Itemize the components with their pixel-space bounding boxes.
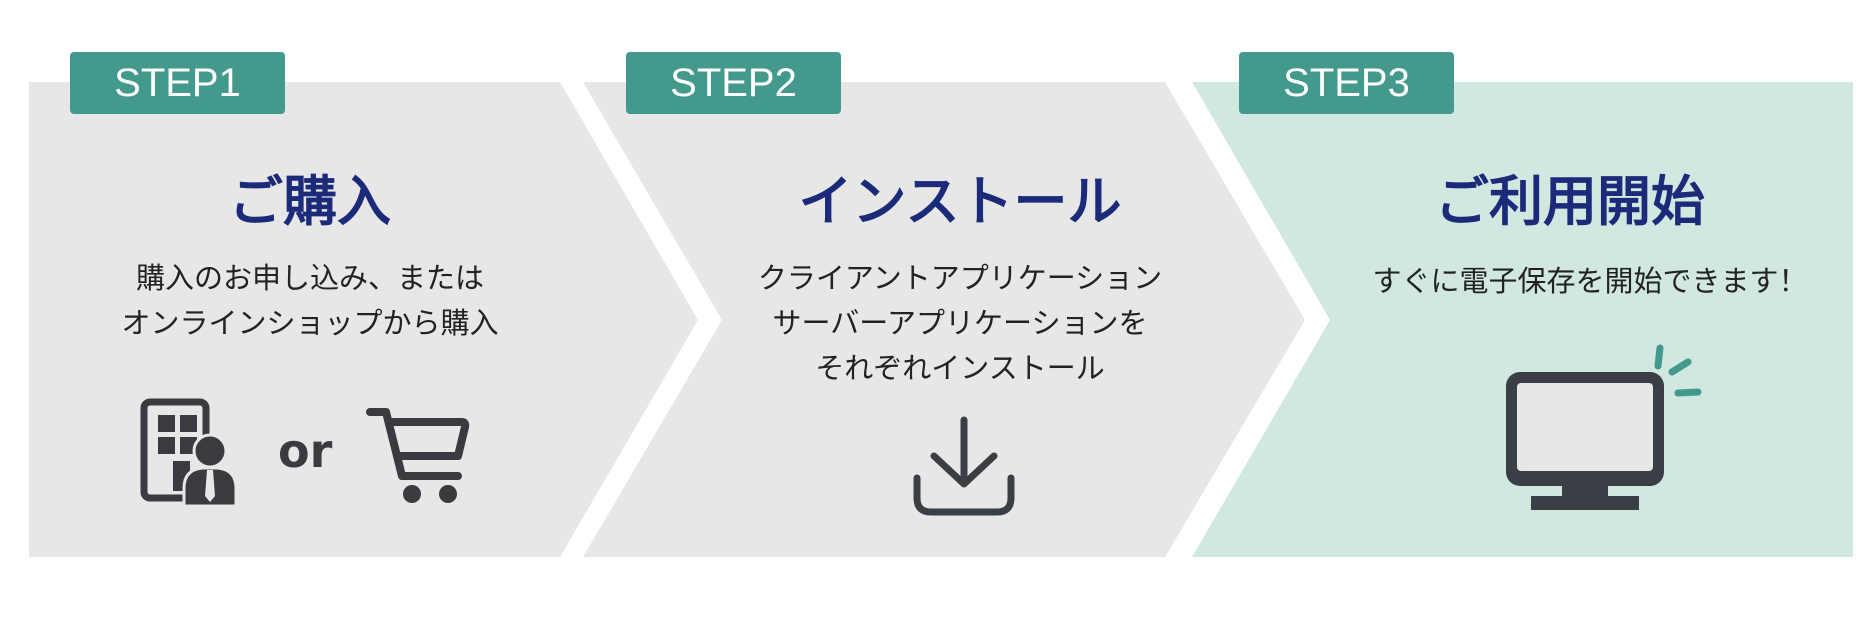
or-connector-text: or	[278, 424, 333, 478]
step3-description: すぐに電子保存を開始できます！	[1330, 259, 1850, 304]
step3-description-line: すぐに電子保存を開始できます！	[1372, 264, 1808, 298]
office-building-person-icon	[140, 398, 236, 508]
step1-description-line: オンラインショップから購入	[121, 306, 499, 340]
step2-panel	[583, 82, 1305, 557]
step3-title: ご利用開始	[1435, 170, 1705, 233]
step3-badge: STEP3	[1239, 52, 1454, 114]
step1-badge: STEP1	[70, 52, 285, 114]
step2-description-line: それぞれインストール	[815, 351, 1105, 385]
step1-description: 購入のお申し込み、または オンラインショップから購入	[60, 256, 560, 346]
step2-title: インストール	[798, 170, 1122, 233]
step2-badge: STEP2	[626, 52, 841, 114]
step2-description-line: サーバーアプリケーションを	[772, 306, 1148, 340]
monitor-icon	[1506, 344, 1702, 510]
shopping-cart-icon	[366, 408, 470, 503]
download-icon	[913, 416, 1015, 516]
step1-title: ご購入	[229, 170, 391, 233]
step2-description: クライアントアプリケーション サーバーアプリケーションを それぞれインストール	[710, 256, 1210, 391]
step3-panel	[1192, 82, 1853, 557]
step2-description-line: クライアントアプリケーション	[757, 261, 1163, 295]
step1-description-line: 購入のお申し込み、または	[135, 261, 484, 295]
